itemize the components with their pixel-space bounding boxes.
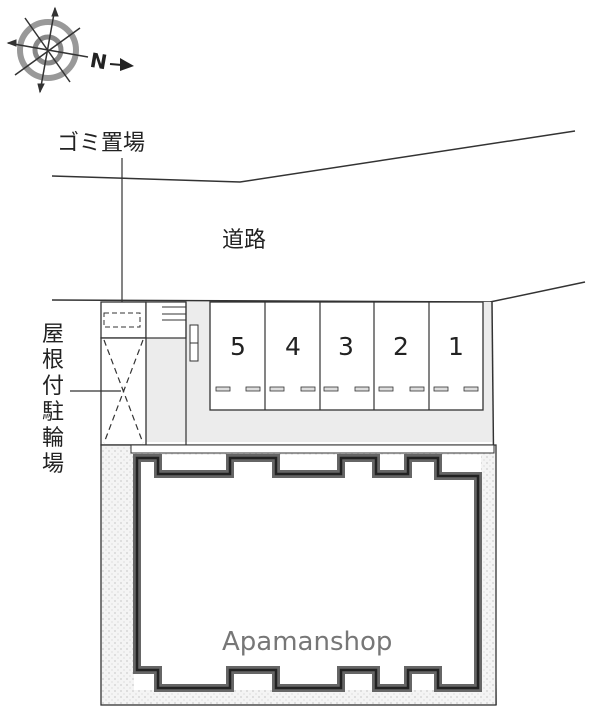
parking-space-5: 5 — [230, 332, 246, 361]
parking-space-1: 1 — [448, 332, 464, 361]
bike-parking-char: 屋 — [41, 322, 64, 347]
road-label: 道路 — [222, 228, 267, 253]
svg-text:N: N — [88, 48, 109, 75]
parking-space-3: 3 — [338, 332, 354, 361]
watermark: Apamanshop — [222, 627, 393, 657]
garbage-area-label: ゴミ置場 — [57, 131, 146, 156]
bike-parking-char: 場 — [41, 452, 64, 477]
bike-parking-char: 付 — [41, 374, 64, 399]
bike-parking-char: 駐 — [41, 400, 64, 425]
building-footprint — [133, 454, 482, 692]
parking-space-2: 2 — [393, 332, 409, 361]
compass-rose-icon — [6, 6, 89, 94]
parking-space-4: 4 — [285, 332, 301, 361]
bike-parking-char: 根 — [41, 348, 64, 373]
parking-area — [209, 301, 484, 411]
bike-parking-char: 輪 — [41, 426, 64, 451]
north-arrow-icon: N — [88, 48, 134, 75]
